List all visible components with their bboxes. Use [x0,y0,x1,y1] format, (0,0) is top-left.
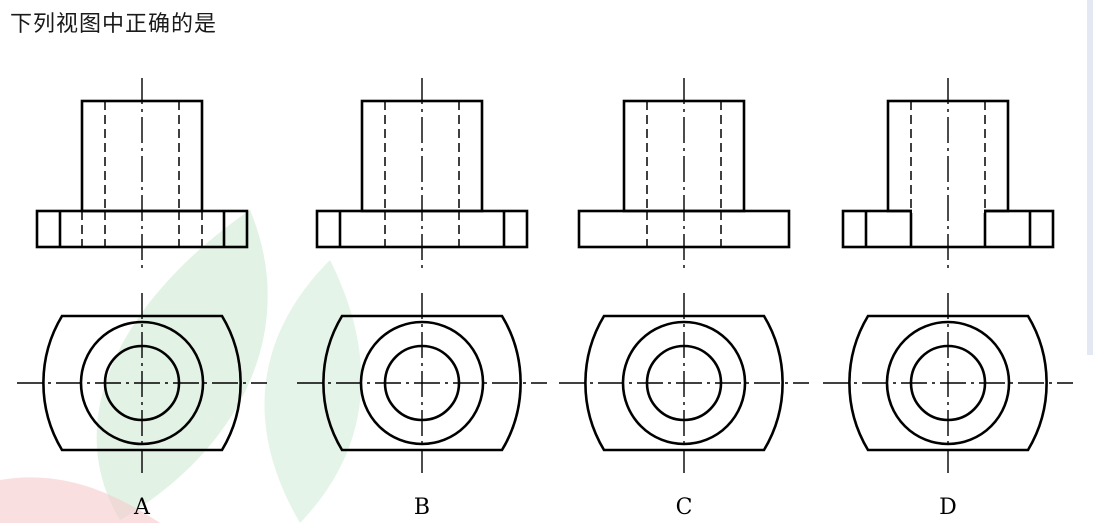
option-view-d: D [823,78,1073,520]
leaf-watermark [0,210,362,523]
option-label: C [676,495,693,520]
option-view-a: A [17,78,267,520]
top-view [297,293,547,473]
option-view-c: C [559,78,809,520]
plate-outline [848,314,1048,452]
watermark-leaf-left [96,210,268,520]
top-view [823,293,1073,473]
option-label: B [414,495,430,520]
top-view [17,293,267,473]
front-view [35,78,249,272]
option-label: A [133,495,151,520]
window-edge-strip [1087,0,1093,355]
plate-outline [42,314,242,452]
option-view-b: B [297,78,547,520]
plate-outline [584,314,784,452]
watermark-swoosh [0,477,160,523]
front-view [315,78,529,272]
top-view [559,293,809,473]
front-view [841,78,1055,272]
front-view [577,78,791,272]
plate-outline [322,314,522,452]
question-text: 下列视图中正确的是 [10,12,218,37]
option-label: D [939,495,957,520]
watermark-leaf-right [264,260,362,523]
